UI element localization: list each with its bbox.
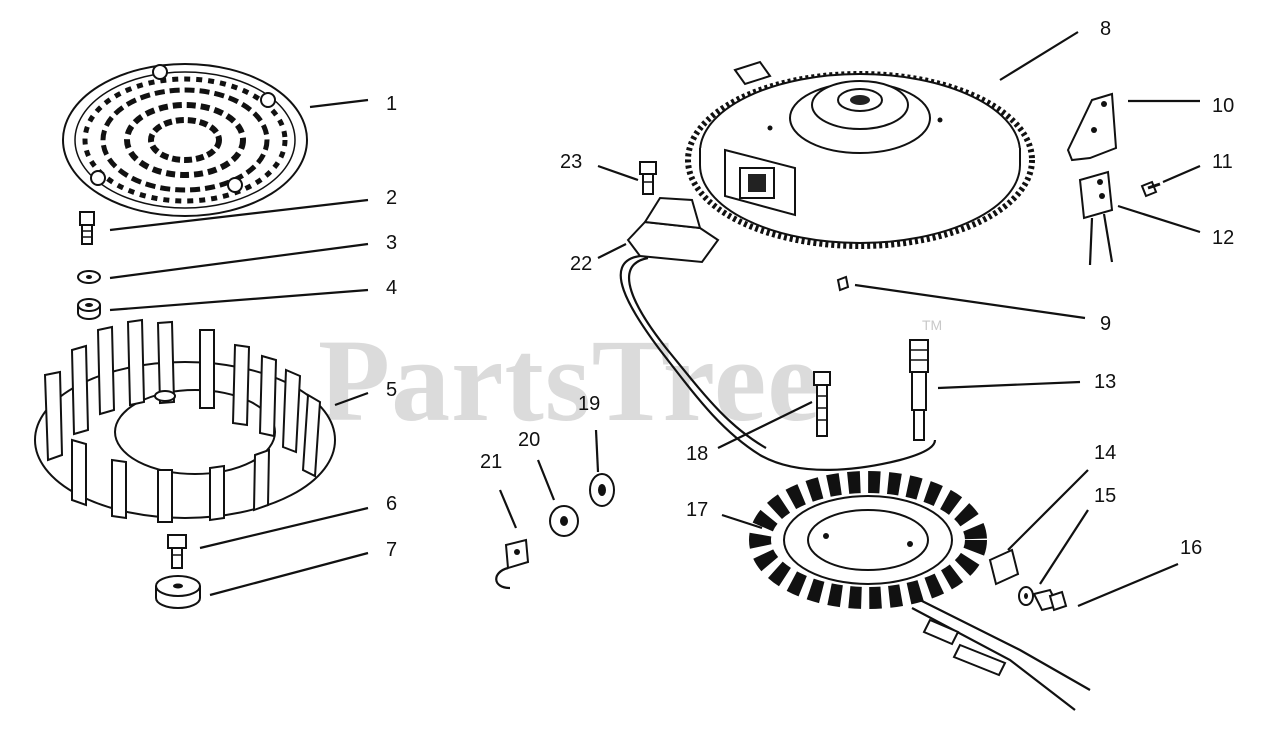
callout-14: 14 bbox=[1094, 442, 1116, 464]
part-10-bracket bbox=[1066, 92, 1118, 162]
callout-12: 12 bbox=[1212, 227, 1234, 249]
part-21-clip bbox=[495, 538, 530, 590]
callout-10: 10 bbox=[1212, 95, 1234, 117]
part-3-washer bbox=[77, 270, 101, 284]
callout-8: 8 bbox=[1100, 18, 1111, 40]
callout-23: 23 bbox=[560, 151, 582, 173]
part-9-key bbox=[836, 275, 850, 292]
callout-7: 7 bbox=[386, 539, 397, 561]
callout-21: 21 bbox=[480, 451, 502, 473]
part-6-bolt bbox=[167, 534, 187, 569]
watermark-text: PartsTree bbox=[318, 315, 821, 446]
watermark-trademark: TM bbox=[922, 317, 942, 333]
callout-18: 18 bbox=[686, 443, 708, 465]
part-17-stator bbox=[749, 471, 1091, 711]
callout-22: 22 bbox=[570, 253, 592, 275]
part-15-washer bbox=[1018, 586, 1034, 606]
part-8-flywheel bbox=[685, 60, 1035, 249]
part-23-screw bbox=[639, 161, 657, 195]
callout-15: 15 bbox=[1094, 485, 1116, 507]
part-22-module bbox=[619, 196, 937, 471]
part-7-washer bbox=[155, 575, 201, 609]
callout-4: 4 bbox=[386, 277, 397, 299]
part-18-bolt bbox=[813, 371, 831, 437]
callout-17: 17 bbox=[686, 499, 708, 521]
callout-19: 19 bbox=[578, 393, 600, 415]
part-14-tab bbox=[988, 548, 1020, 586]
part-12-terminal bbox=[1078, 170, 1114, 266]
callout-3: 3 bbox=[386, 232, 397, 254]
part-11-screw bbox=[1140, 180, 1161, 198]
part-16-bolt bbox=[1032, 588, 1068, 612]
callout-9: 9 bbox=[1100, 313, 1111, 335]
part-20-washer bbox=[549, 505, 579, 537]
callout-6: 6 bbox=[386, 493, 397, 515]
callout-5: 5 bbox=[386, 379, 397, 401]
callout-11: 11 bbox=[1212, 151, 1233, 173]
part-4-spacer bbox=[77, 298, 101, 320]
callout-20: 20 bbox=[518, 429, 540, 451]
part-1-grille-screen bbox=[62, 63, 308, 217]
callout-1: 1 bbox=[386, 93, 397, 115]
part-19-washer bbox=[589, 473, 615, 507]
callout-labels: 1 2 3 4 5 6 7 8 9 10 11 12 13 14 15 16 1… bbox=[386, 18, 1234, 561]
callout-16: 16 bbox=[1180, 537, 1202, 559]
part-5-flywheel-fan bbox=[34, 318, 336, 523]
callout-13: 13 bbox=[1094, 371, 1116, 393]
part-2-bolt bbox=[79, 211, 95, 245]
part-13-lead-terminal bbox=[909, 339, 929, 441]
leader-lines bbox=[109, 31, 1201, 608]
callout-2: 2 bbox=[386, 187, 397, 209]
